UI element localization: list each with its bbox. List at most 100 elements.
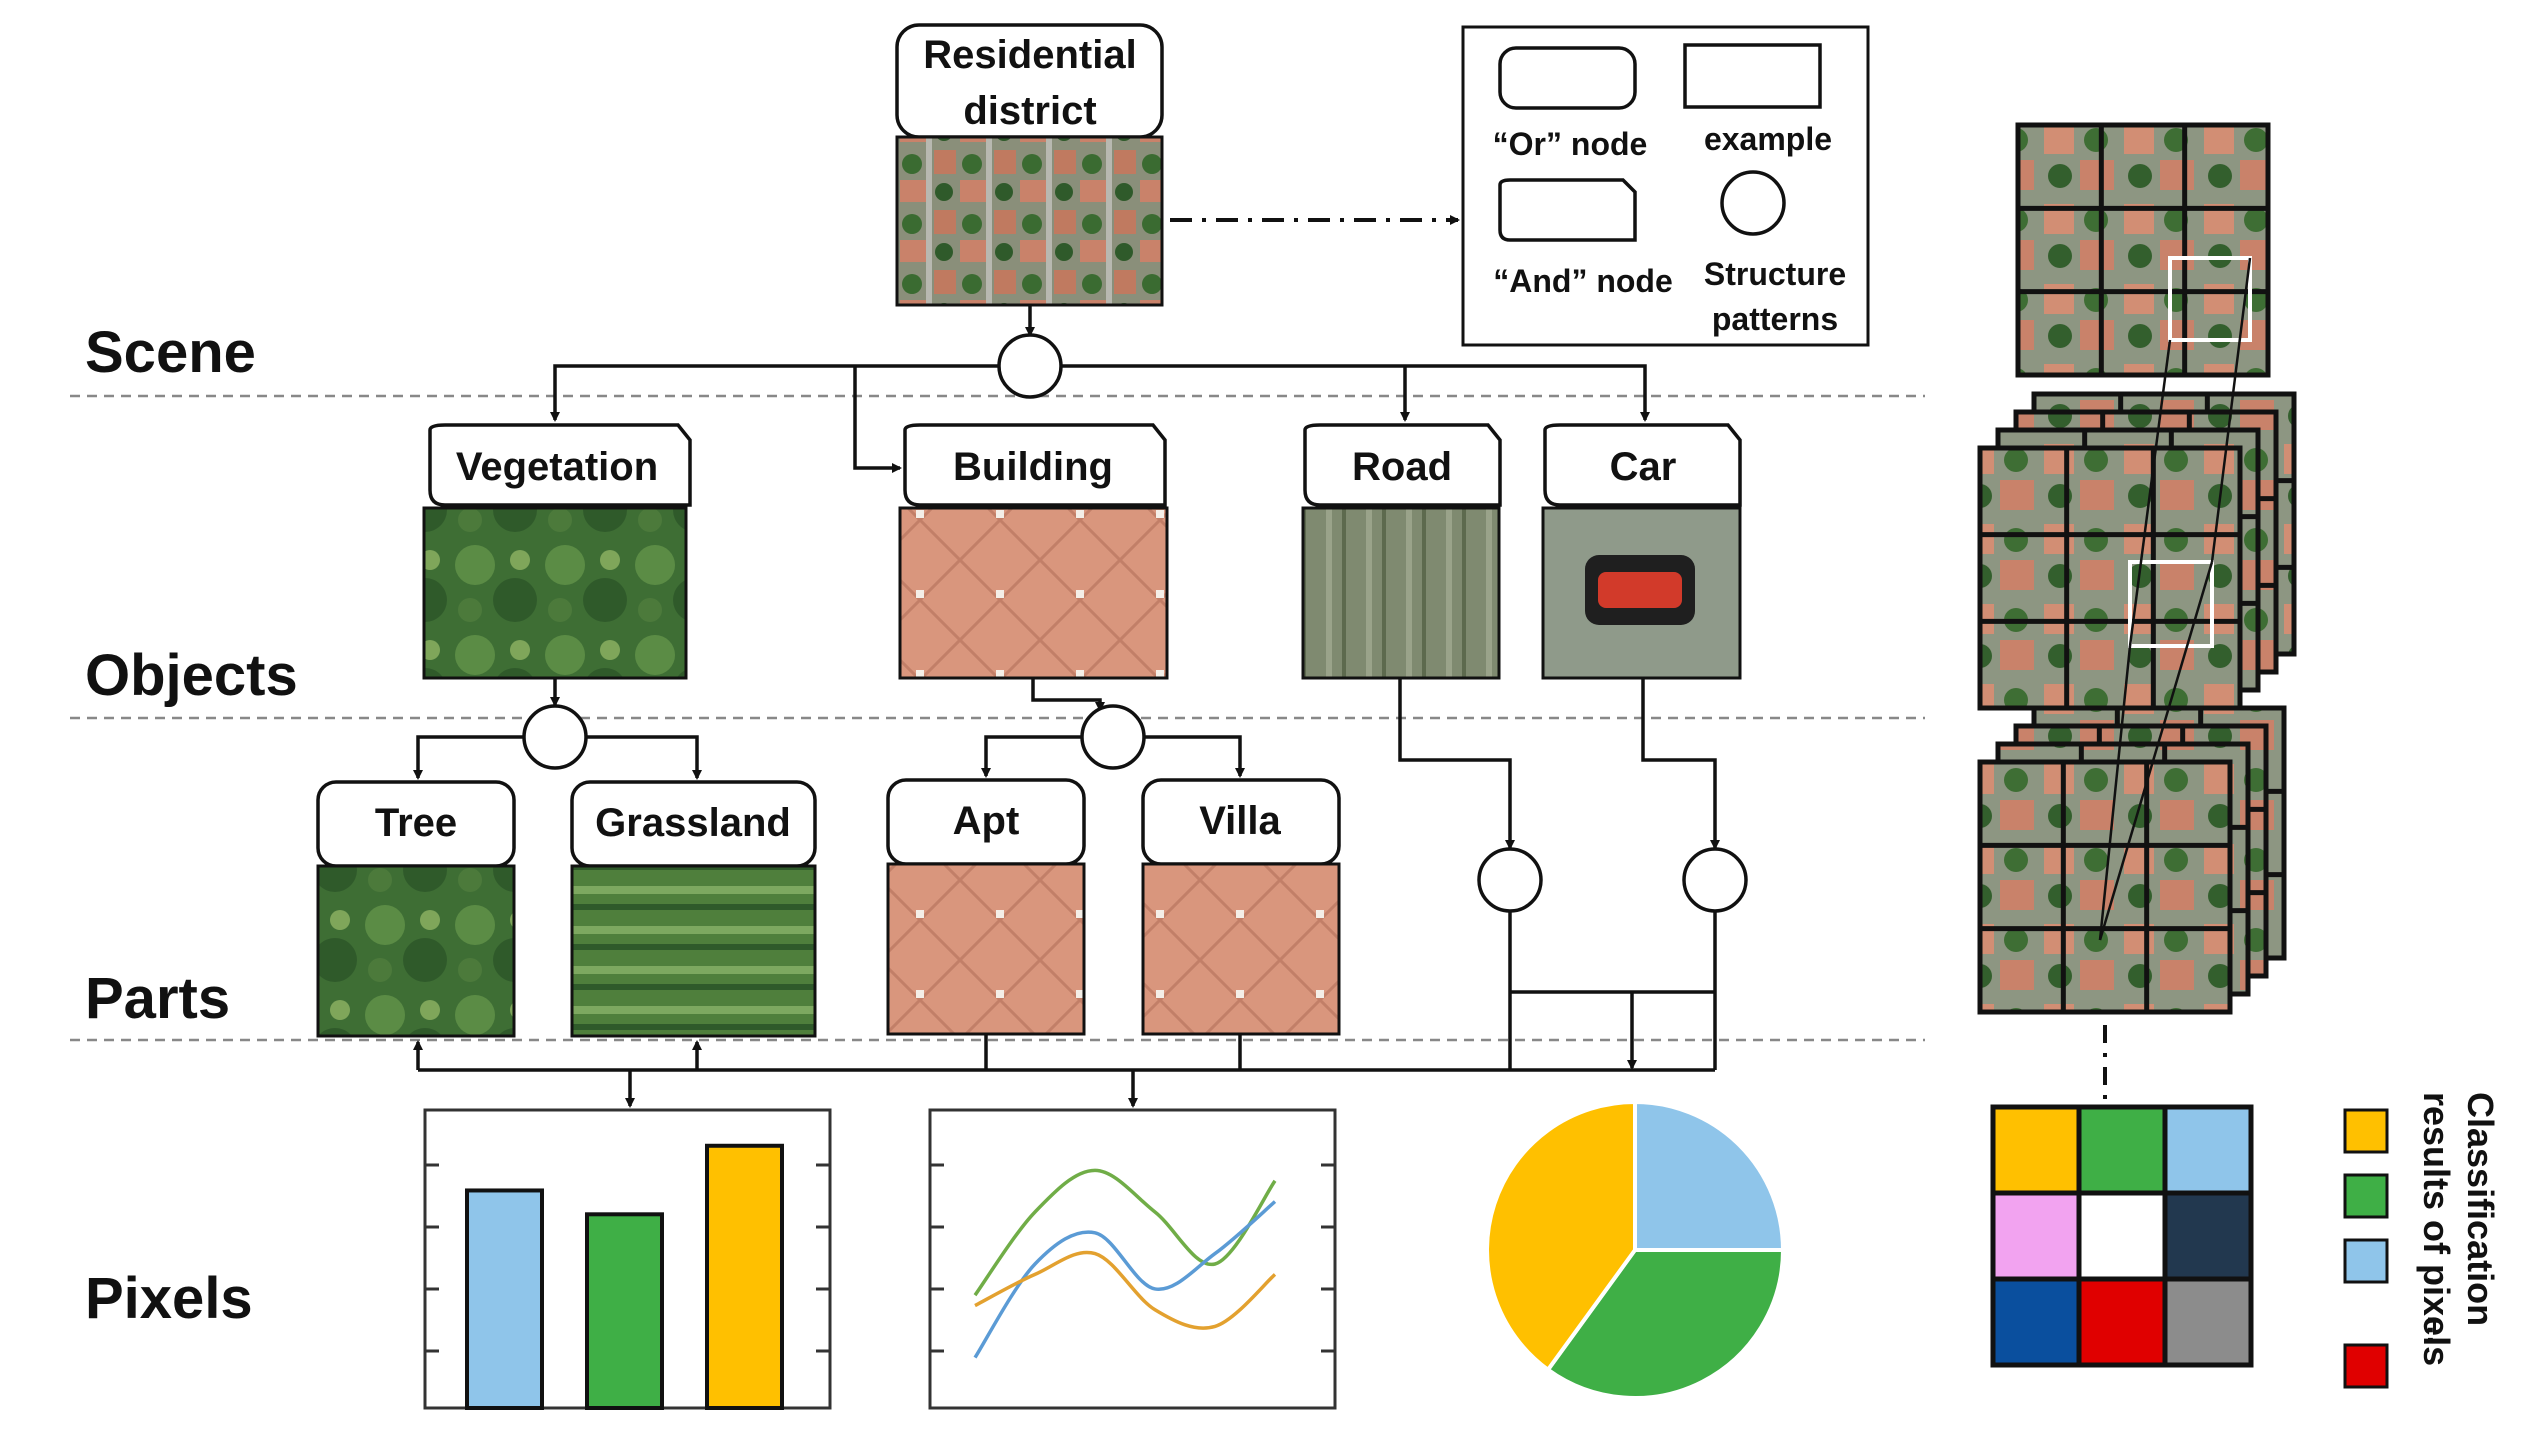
class-legend-swatch	[2343, 1343, 2389, 1389]
apt-image	[886, 862, 1086, 1036]
pie-slice	[1633, 1099, 1786, 1252]
vegetation-structure-circle	[522, 704, 588, 770]
class-legend-swatch	[2343, 1108, 2389, 1154]
legend-structure-label-line2: patterns	[1712, 301, 1838, 337]
node-apt: Apt	[886, 778, 1086, 1036]
classification-label-line1: Classification	[2460, 1092, 2501, 1326]
and-node-box	[903, 423, 1167, 507]
bar	[585, 1212, 664, 1411]
node-tree: Tree	[316, 780, 516, 1038]
classification-legend	[2343, 1108, 2389, 1389]
villa-image	[1141, 862, 1341, 1036]
road-to-circle-line	[1398, 678, 1515, 850]
feature-pyramid	[1977, 122, 2297, 1242]
building-label: Building	[953, 445, 1113, 489]
feature-map-layer	[1977, 445, 2243, 711]
node-vegetation: Vegetation	[422, 423, 692, 680]
building-structure-circle	[1080, 704, 1146, 770]
legend-and-node-label: “And” node	[1493, 263, 1673, 299]
and-node-box	[1303, 423, 1502, 507]
grassland-label: Grassland	[595, 801, 791, 845]
building-to-circle-line	[1031, 678, 1105, 712]
villa-label: Villa	[1199, 799, 1281, 843]
residential-label-line2: district	[963, 89, 1096, 133]
residential-aerial-image	[895, 135, 1164, 307]
and-node-box	[1543, 423, 1742, 507]
legend-example-shape	[1683, 43, 1822, 109]
scene-structure-circle	[997, 333, 1063, 399]
apt-label: Apt	[953, 799, 1020, 843]
line-chart-frame	[928, 1108, 1337, 1410]
legend-structure-label-line1: Structure	[1704, 256, 1846, 292]
pie-chart	[1485, 1099, 1786, 1400]
legend-structure-circle	[1720, 170, 1786, 236]
projection-line	[2128, 339, 2172, 647]
and-node-box	[428, 423, 692, 507]
legend-or-node-label: “Or” node	[1493, 126, 1648, 162]
projection-line	[2098, 645, 2132, 941]
tree-image	[316, 864, 516, 1038]
car-to-circle-line	[1641, 678, 1720, 850]
residential-label-line1: Residential	[923, 33, 1136, 77]
class-legend-swatch	[2343, 1173, 2389, 1219]
input-image-tile	[2015, 122, 2271, 378]
classification-ellipsis: …	[2421, 1314, 2457, 1346]
node-grassland: Grassland	[570, 780, 817, 1038]
class-cell	[1990, 1276, 2082, 1368]
tree-label: Tree	[375, 801, 457, 845]
to-grassland-line	[586, 735, 702, 780]
car-label: Car	[1610, 445, 1677, 489]
vegetation-label: Vegetation	[456, 445, 658, 489]
classification-label-line2: results of pixels	[2416, 1092, 2457, 1366]
road-image	[1301, 506, 1501, 680]
legend-box: “Or” node example “And” node Structure p…	[1461, 25, 1870, 347]
to-apt-line	[981, 735, 1082, 778]
node-residential-district: Residential district	[895, 23, 1164, 307]
scene-to-vegetation-line	[550, 364, 999, 422]
building-image	[898, 506, 1169, 680]
class-cell	[2162, 1276, 2254, 1368]
receptive-field-box	[2168, 256, 2252, 342]
car-roof	[1598, 572, 1682, 608]
line-series	[973, 1168, 1277, 1297]
projection-line	[2098, 561, 2214, 941]
node-road: Road	[1301, 423, 1502, 680]
vegetation-image	[422, 506, 688, 680]
legend-and-node-shape	[1498, 178, 1637, 242]
pie-slice	[1485, 1099, 1637, 1373]
node-building: Building	[898, 423, 1169, 680]
classification-grid	[1990, 1104, 2254, 1368]
class-cell	[2076, 1276, 2168, 1368]
road-label: Road	[1352, 445, 1452, 489]
bar-chart	[423, 1108, 832, 1411]
level-dividers	[70, 394, 1925, 1042]
class-legend-swatch	[2343, 1238, 2389, 1284]
legend-example-label: example	[1704, 121, 1832, 157]
scene-to-building-line	[853, 366, 902, 473]
pie-slice	[1545, 1248, 1786, 1400]
grassland-image	[570, 864, 817, 1038]
class-cell	[1990, 1104, 2082, 1196]
class-cell	[1990, 1190, 2082, 1282]
class-cell	[2076, 1190, 2168, 1282]
class-cell	[2162, 1190, 2254, 1282]
node-car: Car	[1541, 423, 1742, 680]
level-label-parts: Parts	[85, 966, 230, 1031]
receptive-field-box	[2128, 560, 2214, 648]
level-label-scene: Scene	[85, 320, 256, 385]
class-cell	[2162, 1104, 2254, 1196]
legend-or-node-shape	[1498, 46, 1637, 110]
line-chart	[928, 1108, 1337, 1410]
line-series	[974, 1250, 1277, 1330]
scene-right-line	[1061, 364, 1650, 422]
bar	[705, 1143, 784, 1410]
car-structure-circle	[1682, 847, 1748, 913]
node-villa: Villa	[1141, 778, 1341, 1036]
bar	[465, 1188, 544, 1410]
road-structure-circle	[1477, 847, 1543, 913]
level-label-pixels: Pixels	[85, 1266, 253, 1331]
to-tree-line	[413, 735, 524, 780]
class-cell	[2076, 1104, 2168, 1196]
